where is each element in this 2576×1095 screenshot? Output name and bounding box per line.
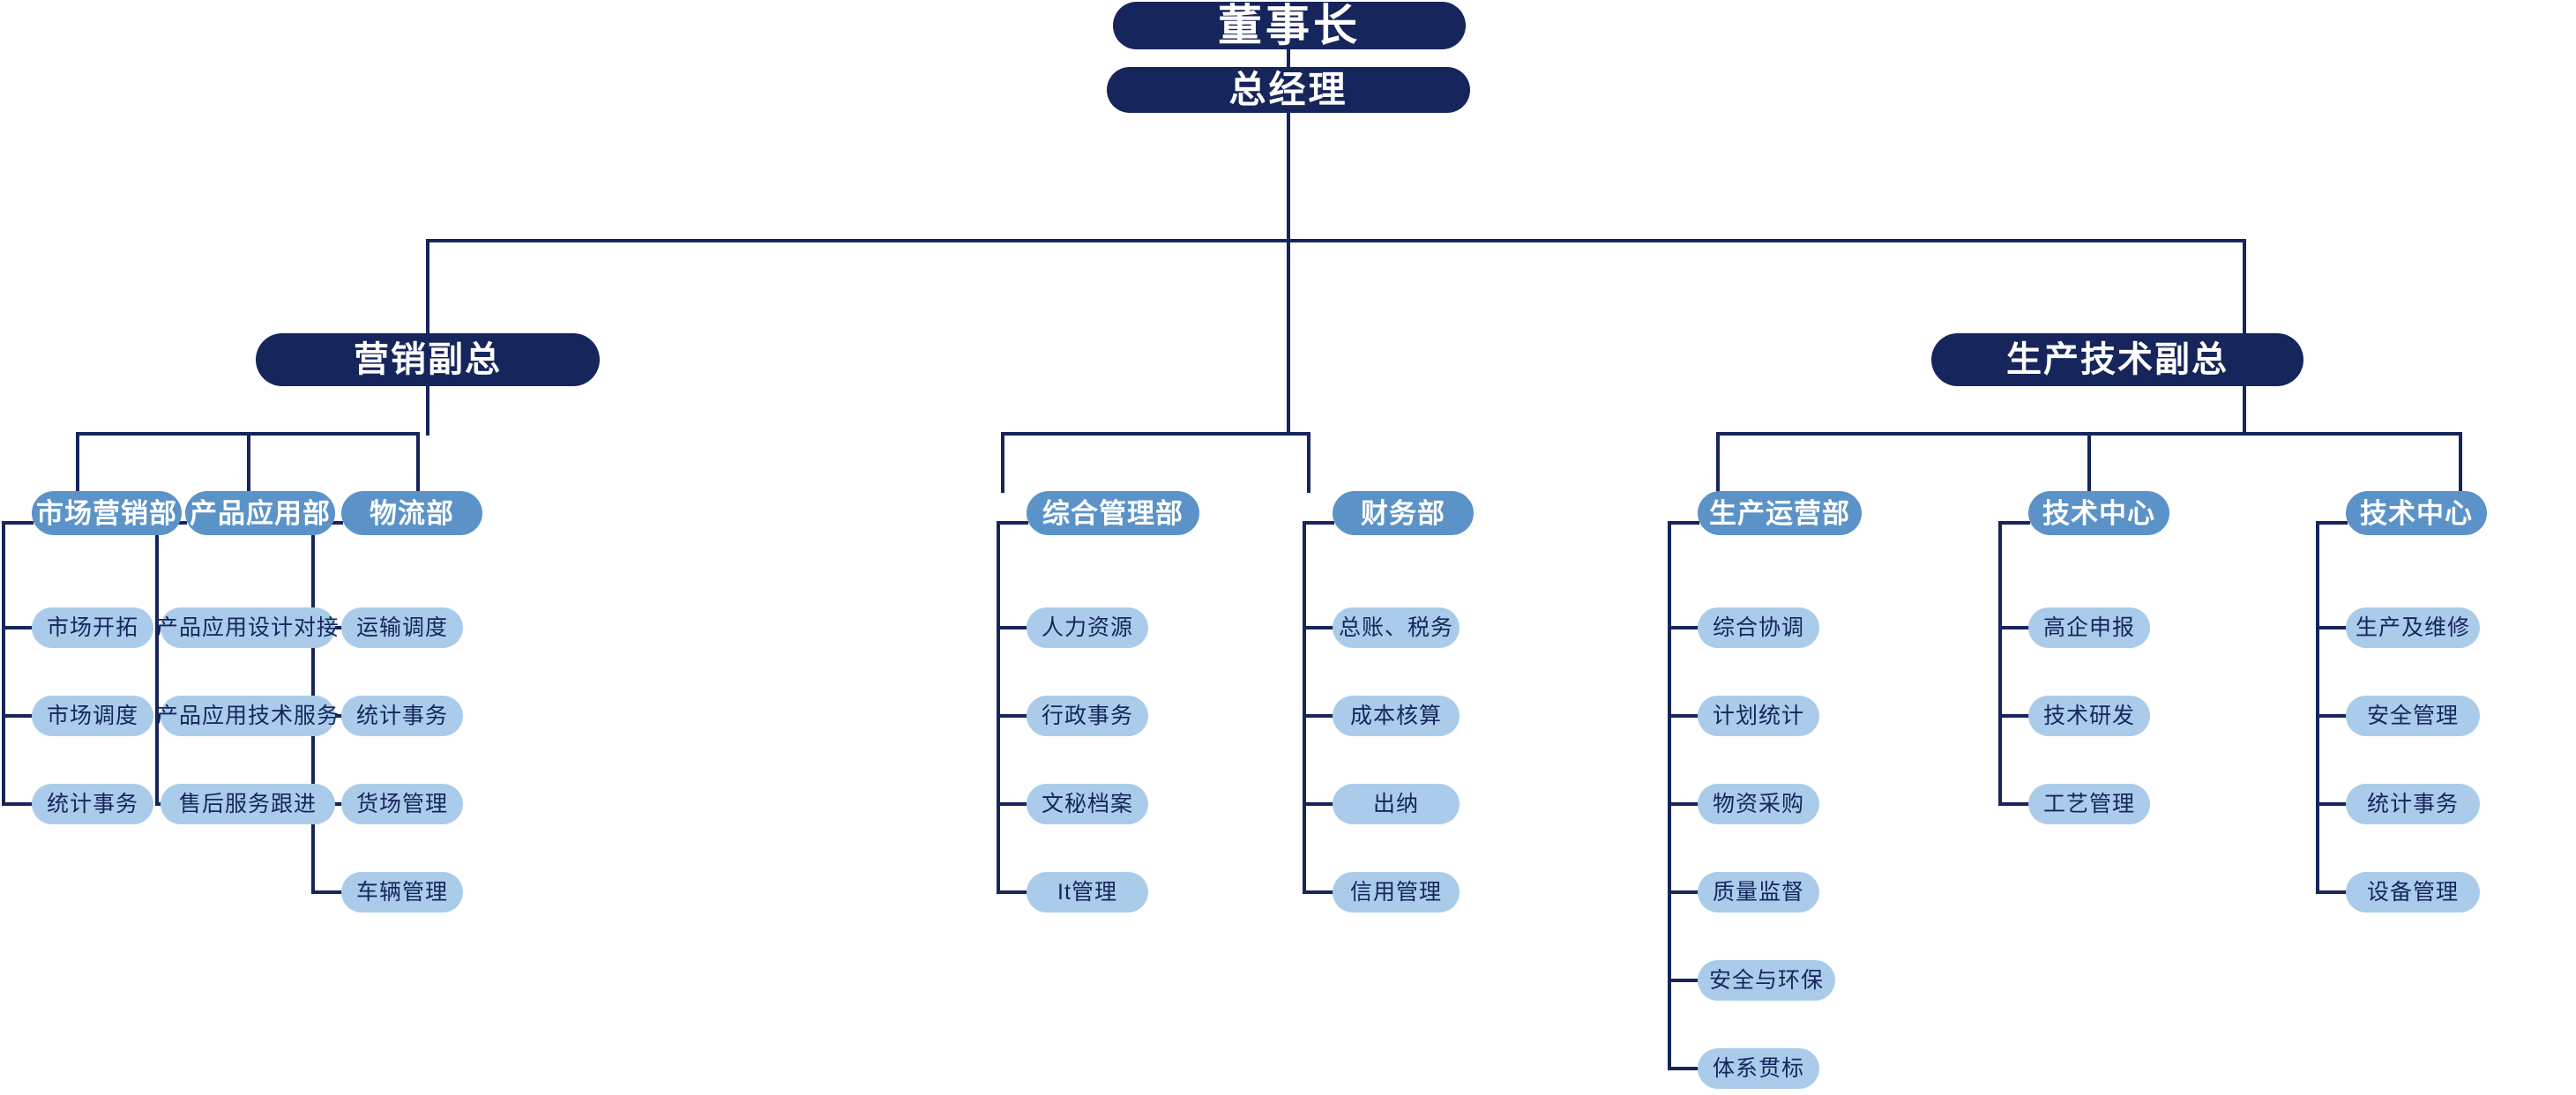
node-unit[interactable]: 出纳 <box>1333 784 1460 824</box>
node-dept-caiwu[interactable]: 财务部 <box>1333 491 1474 535</box>
node-unit[interactable]: 文秘档案 <box>1027 784 1148 824</box>
node-unit[interactable]: 信用管理 <box>1333 872 1460 912</box>
node-unit[interactable]: 车辆管理 <box>341 872 463 912</box>
node-dept-chanpin-yingyong[interactable]: 产品应用部 <box>185 491 335 535</box>
node-dept-zonghe-guanli[interactable]: 综合管理部 <box>1027 491 1199 535</box>
node-unit[interactable]: 售后服务跟进 <box>161 784 335 824</box>
node-dept-jishu-zhongxin-2[interactable]: 技术中心 <box>2346 491 2487 535</box>
node-unit[interactable]: 生产及维修 <box>2346 607 2480 648</box>
node-unit[interactable]: 运输调度 <box>341 607 463 648</box>
node-unit[interactable]: 质量监督 <box>1698 872 1819 912</box>
node-unit[interactable]: 人力资源 <box>1027 607 1148 648</box>
node-dept-shengchan-yunying[interactable]: 生产运营部 <box>1698 491 1862 535</box>
node-unit[interactable]: 体系贯标 <box>1698 1048 1819 1089</box>
node-dept-wuliu[interactable]: 物流部 <box>341 491 482 535</box>
node-vp-production[interactable]: 生产技术副总 <box>1931 333 2303 386</box>
node-unit[interactable]: 市场调度 <box>32 696 153 736</box>
node-unit[interactable]: 总账、税务 <box>1333 607 1460 648</box>
node-general-manager[interactable]: 总经理 <box>1107 67 1470 113</box>
node-unit[interactable]: 产品应用技术服务 <box>156 696 339 736</box>
node-unit[interactable]: It管理 <box>1027 872 1148 912</box>
node-unit[interactable]: 统计事务 <box>341 696 463 736</box>
node-unit[interactable]: 设备管理 <box>2346 872 2480 912</box>
node-unit[interactable]: 安全管理 <box>2346 696 2480 736</box>
node-dept-shichang-yingxiao[interactable]: 市场营销部 <box>32 491 182 535</box>
node-dept-jishu-zhongxin-1[interactable]: 技术中心 <box>2028 491 2169 535</box>
node-unit[interactable]: 市场开拓 <box>32 607 153 648</box>
node-unit[interactable]: 计划统计 <box>1698 696 1819 736</box>
node-unit[interactable]: 综合协调 <box>1698 607 1819 648</box>
node-unit[interactable]: 高企申报 <box>2028 607 2150 648</box>
node-unit[interactable]: 技术研发 <box>2028 696 2150 736</box>
node-vp-marketing[interactable]: 营销副总 <box>256 333 600 386</box>
node-unit[interactable]: 成本核算 <box>1333 696 1460 736</box>
node-unit[interactable]: 产品应用设计对接 <box>156 607 339 648</box>
node-unit[interactable]: 行政事务 <box>1027 696 1148 736</box>
node-unit[interactable]: 安全与环保 <box>1698 960 1835 1001</box>
node-unit[interactable]: 货场管理 <box>341 784 463 824</box>
node-chairman[interactable]: 董事长 <box>1113 2 1466 49</box>
node-unit[interactable]: 统计事务 <box>2346 784 2480 824</box>
node-unit[interactable]: 物资采购 <box>1698 784 1819 824</box>
node-unit[interactable]: 统计事务 <box>32 784 153 824</box>
node-unit[interactable]: 工艺管理 <box>2028 784 2150 824</box>
